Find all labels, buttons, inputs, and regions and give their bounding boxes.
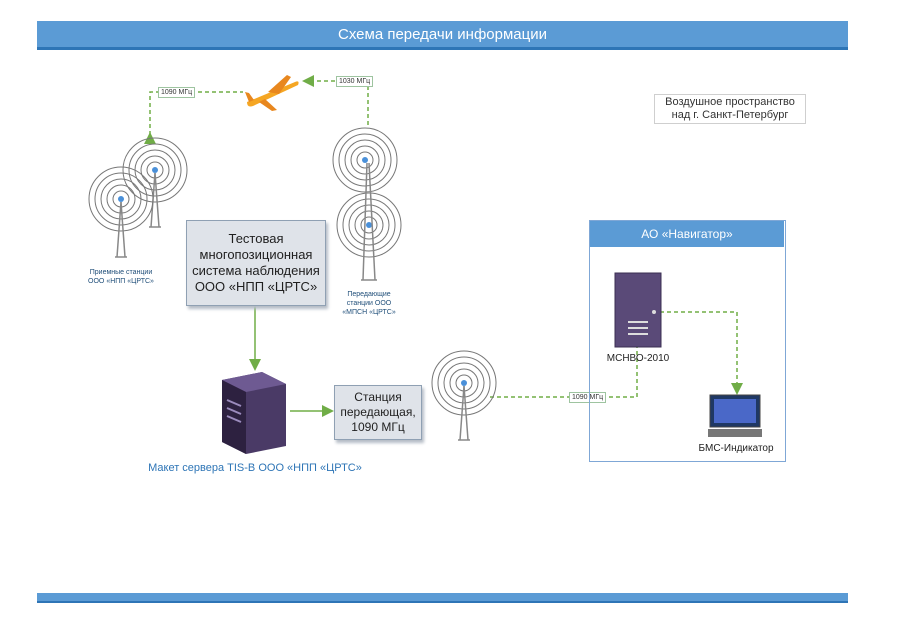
receive-stations-label: Приемные станции ООО «НПП «ЦРТС» <box>88 269 154 285</box>
monitor-icon <box>708 394 762 437</box>
bottom-divider <box>37 593 848 603</box>
airplane-icon <box>245 75 299 111</box>
test-system-label: Тестовая многопозиционная система наблюд… <box>192 231 320 294</box>
airspace-label: Воздушное пространство над г. Санкт-Пете… <box>654 94 806 124</box>
page-title: Схема передачи информации <box>37 21 848 50</box>
server-icon <box>222 372 286 454</box>
server-label: Макет сервера TIS-B ООО «НПП «ЦРТС» <box>148 462 362 474</box>
navigator-server-label: МСНВО-2010 <box>606 353 670 364</box>
navigator-server-icon <box>614 272 662 348</box>
transmit-station-box: Станция передающая, 1090 МГц <box>334 385 422 440</box>
station-antenna-icon <box>431 350 497 441</box>
airspace-text: Воздушное пространство над г. Санкт-Пете… <box>665 96 795 121</box>
indicator-label: БМС-Индикатор <box>698 443 774 454</box>
freq-label-right: 1090 МГц <box>569 392 607 403</box>
receive-antennas-icon <box>88 137 188 258</box>
transmit-antennas-icon <box>332 127 402 281</box>
station-label: Станция передающая, 1090 МГц <box>340 390 416 434</box>
navigator-title: АО «Навигатор» <box>590 221 784 247</box>
navigator-frame <box>589 220 786 462</box>
link-server-indicator <box>660 311 743 395</box>
freq-label-left: 1090 МГц <box>158 87 196 98</box>
link-receive-plane <box>144 91 243 144</box>
test-system-box: Тестовая многопозиционная система наблюд… <box>186 220 326 306</box>
link-transmit-plane <box>302 75 369 125</box>
transmit-stations-label: Передающие станции ООО «МПСН «ЦРТС» <box>342 291 396 316</box>
freq-label-top: 1030 МГц <box>336 76 374 87</box>
